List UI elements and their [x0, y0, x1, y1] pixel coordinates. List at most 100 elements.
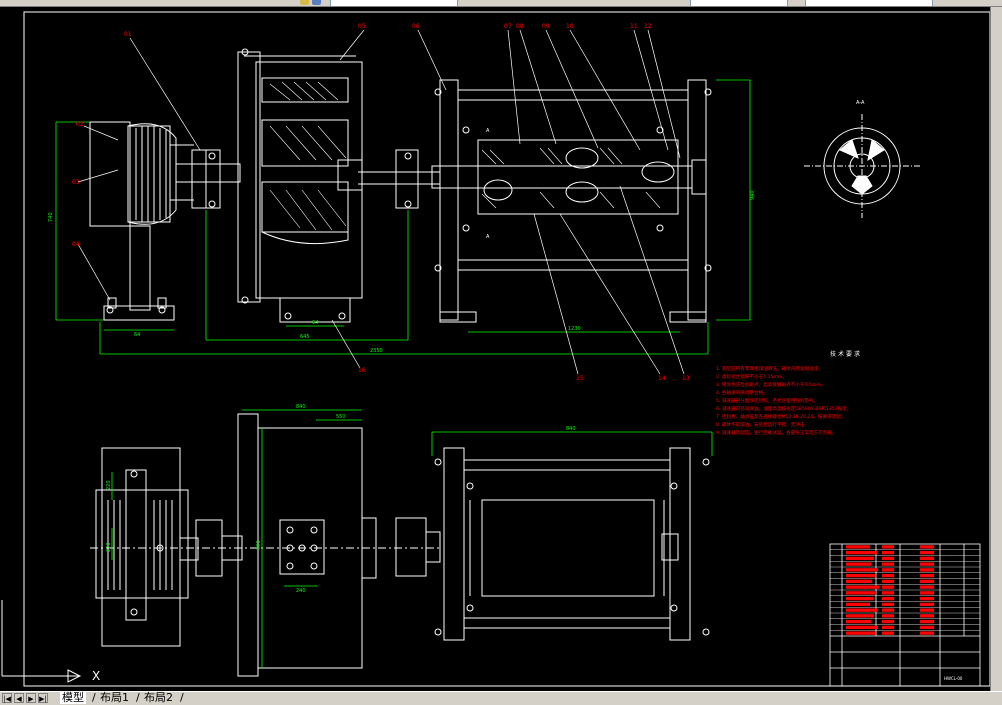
- dim-motor-height: 740: [48, 212, 54, 222]
- bolt-symbols: [106, 48, 712, 320]
- prev-tab-button[interactable]: ◀: [14, 693, 24, 703]
- cad-drawing: 740 64 645 2350 1230 64 940 01 02 03 04 …: [1, 11, 991, 687]
- note: 7. 密封圈、轴承盖及各连接螺栓M12,16,20,24，按要求装配。: [716, 413, 845, 420]
- toolbar-combo[interactable]: [690, 0, 788, 6]
- last-tab-button[interactable]: ▶|: [38, 693, 48, 703]
- top-dimension-text: 740 64 645 2350 1230 64 940: [48, 190, 756, 354]
- balloon: 01: [124, 31, 132, 38]
- parts-entry-name: [846, 556, 874, 561]
- motor-ribs: [135, 126, 167, 222]
- parts-entry-qty: [920, 602, 934, 607]
- dim-motor-coupling: 645: [300, 334, 310, 340]
- tech-notes: 1. 装配前所有零件用煤油清洗，箱体内壁涂耐油漆。 2. 齿轮啮合侧隙不小于0.…: [716, 365, 851, 436]
- parts-entry-name: [846, 545, 870, 549]
- balloon: 15: [576, 375, 584, 382]
- parts-entry-material: [882, 608, 894, 612]
- parts-entry-qty: [920, 596, 934, 601]
- parts-entry-name: [846, 591, 876, 595]
- parts-entry-name: [846, 550, 877, 555]
- section-title: A-A: [856, 100, 865, 106]
- parts-entry-qty: [920, 608, 934, 612]
- parts-entry-qty: [920, 579, 934, 584]
- motor-end-view: [90, 447, 440, 647]
- dim-left-b: 220: [106, 542, 112, 552]
- top-dimensions: [55, 79, 751, 355]
- drawing-canvas[interactable]: 740 64 645 2350 1230 64 940 01 02 03 04 …: [0, 7, 1002, 691]
- parts-entry-material: [882, 562, 894, 566]
- parts-entry-qty: [920, 545, 934, 549]
- drawing-frame: [23, 11, 991, 687]
- parts-entry-name: [846, 614, 874, 618]
- reducer-end-view: [237, 413, 441, 677]
- drawing-number: HWCL-00: [944, 676, 963, 681]
- parts-entry-name: [846, 625, 878, 630]
- parts-entry-material: [882, 619, 894, 624]
- motor-main-view: [89, 121, 241, 321]
- tech-title: 技术要求: [830, 350, 862, 358]
- balloon: 11: [630, 23, 638, 30]
- toolbar-icon[interactable]: [300, 0, 309, 5]
- toolbar-icon[interactable]: [312, 0, 321, 5]
- parts-entry-qty: [920, 585, 934, 589]
- tab-layout1[interactable]: 布局1: [100, 691, 129, 704]
- note: 9. 减速器装配后，进行空载试验，各部分正常后方可负载。: [716, 429, 837, 436]
- parts-entry-material: [882, 631, 894, 635]
- leaders: [77, 29, 685, 375]
- dim-view-b: 840: [566, 426, 576, 432]
- section-aa-view: [804, 114, 920, 218]
- dim-overall: 2350: [370, 348, 383, 354]
- balloon: 10: [566, 23, 574, 30]
- layout-tab-bar: |◀ ◀ ▶ ▶| 模型 / 布局1 / 布局2 /: [0, 691, 1002, 705]
- parts-entry-qty: [920, 591, 934, 595]
- parts-entry-qty: [920, 550, 934, 555]
- parts-entry-name: [846, 619, 871, 624]
- toolbar: [0, 0, 1002, 7]
- bottom-dimension-text: 840 550 220 220 240 300 840: [106, 404, 576, 594]
- parts-entry-material: [882, 625, 894, 630]
- parts-entry-name: [846, 608, 877, 612]
- note: 6. 减速器内装润滑油，油面高度按规定GB5903-86和1353规定。: [716, 405, 851, 412]
- balloon: 04: [72, 241, 80, 248]
- parts-entry-qty: [920, 573, 934, 578]
- parts-entry-qty: [920, 556, 934, 561]
- drum-main-view: [431, 79, 707, 323]
- balloon-labels: 01 02 03 04 05 06 07 08 09 10 11 12 16 1…: [72, 23, 690, 382]
- parts-entry-material: [882, 568, 894, 572]
- parts-entry-material: [882, 579, 894, 584]
- balloon: 14: [658, 375, 666, 382]
- tab-model[interactable]: 模型: [60, 691, 86, 704]
- dim-housing-len: 1230: [568, 326, 581, 332]
- parts-entry-name: [846, 602, 870, 607]
- parts-entry-qty: [920, 568, 934, 572]
- bottom-dimensions: [111, 409, 713, 668]
- section-mark: A: [486, 128, 490, 134]
- first-tab-button[interactable]: |◀: [2, 693, 12, 703]
- section-mark: A: [486, 234, 490, 240]
- title-block: [829, 543, 981, 687]
- parts-entry-material: [882, 585, 894, 589]
- toolbar-combo[interactable]: [805, 0, 933, 6]
- parts-entry-qty: [920, 625, 934, 630]
- balloon: 13: [682, 375, 690, 382]
- parts-entry-name: [846, 579, 872, 584]
- dim-base-w: 64: [134, 332, 140, 338]
- dim-housing-height: 940: [750, 190, 756, 200]
- parts-entry-material: [882, 556, 894, 561]
- next-tab-button[interactable]: ▶: [26, 693, 36, 703]
- dim-top-offset: 550: [336, 414, 346, 420]
- parts-entry-name: [846, 573, 875, 578]
- drum-hatching: [481, 147, 661, 209]
- note: 4. 各轴承间隙调整合格。: [716, 389, 768, 396]
- vertical-scrollbar[interactable]: [990, 7, 1002, 691]
- dim-top-width: 840: [296, 404, 306, 410]
- ucs-x-label: X: [92, 669, 100, 683]
- section-marks: A A: [486, 128, 490, 240]
- toolbar-combo[interactable]: [330, 0, 458, 6]
- parts-entry-qty: [920, 614, 934, 618]
- parts-entry-material: [882, 573, 894, 578]
- parts-entry-qty: [920, 619, 934, 624]
- balloon: 09: [542, 23, 550, 30]
- reducer-hatching: [269, 81, 347, 231]
- balloon: 02: [76, 121, 84, 128]
- tab-layout2[interactable]: 布局2: [144, 691, 173, 704]
